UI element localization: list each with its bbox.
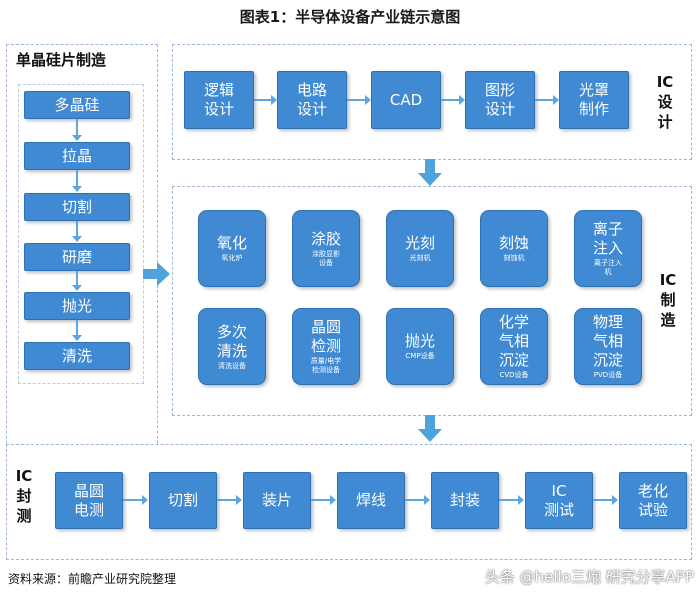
wafer-arrow bbox=[72, 271, 82, 291]
source-note: 资料来源：前瞻产业研究院整理 bbox=[8, 572, 177, 586]
wafer-step-polysilicon: 多晶硅 bbox=[24, 91, 130, 119]
fab-step-photoresist-coating: 涂胶涂胶显影 设备 bbox=[292, 210, 360, 287]
wafer-step-slicing: 切割 bbox=[24, 193, 130, 221]
design-arrow bbox=[535, 95, 559, 105]
fab-step-ion-implantation: 离子 注入离子注入 机 bbox=[574, 210, 642, 287]
wafer-step-grinding: 研磨 bbox=[24, 243, 130, 271]
package-panel-label: IC 封 测 bbox=[15, 467, 33, 525]
package-arrow bbox=[311, 495, 336, 505]
design-step-circuit: 电路 设计 bbox=[277, 71, 347, 129]
figure-title: 图表1：半导体设备产业链示意图 bbox=[239, 8, 461, 26]
package-step-wire-bonding: 焊线 bbox=[337, 472, 405, 529]
package-arrow bbox=[405, 495, 430, 505]
package-arrow bbox=[123, 495, 148, 505]
package-step-encapsulation: 封装 bbox=[431, 472, 499, 529]
fab-step-lithography: 光刻光刻机 bbox=[386, 210, 454, 287]
wafer-arrow bbox=[72, 221, 82, 242]
fab-step-multiple-cleaning: 多次 清洗清洗设备 bbox=[198, 308, 266, 385]
design-arrow bbox=[347, 95, 371, 105]
fab-step-wafer-inspection: 晶圆 检测质量/电学 检测设备 bbox=[292, 308, 360, 385]
package-arrow bbox=[499, 495, 524, 505]
design-arrow bbox=[441, 95, 465, 105]
wafer-arrow bbox=[72, 170, 82, 192]
wafer-steps-frame bbox=[18, 84, 144, 384]
design-step-pattern: 图形 设计 bbox=[465, 71, 535, 129]
watermark: 头条 @hello三炮 研究分享APP bbox=[484, 568, 694, 586]
fab-step-etching: 刻蚀刻蚀机 bbox=[480, 210, 548, 287]
package-arrow bbox=[593, 495, 618, 505]
package-step-ic-test: IC 测试 bbox=[525, 472, 593, 529]
flow-arrow-right bbox=[143, 262, 170, 286]
flow-arrow-down bbox=[418, 159, 442, 186]
wafer-panel-label: 单晶硅片制造 bbox=[16, 51, 107, 69]
flow-arrow-down bbox=[418, 415, 442, 442]
fab-panel-label: IC 制 造 bbox=[659, 271, 677, 329]
package-step-die-attach: 装片 bbox=[243, 472, 311, 529]
design-panel-label: IC 设计 bbox=[656, 73, 674, 131]
wafer-arrow bbox=[72, 320, 82, 341]
wafer-arrow bbox=[72, 119, 82, 141]
wafer-step-polishing: 抛光 bbox=[24, 292, 130, 320]
design-step-cad: CAD bbox=[371, 71, 441, 129]
package-step-burn-in: 老化 试验 bbox=[619, 472, 687, 529]
package-step-wafer-probe: 晶圆 电测 bbox=[55, 472, 123, 529]
design-arrow bbox=[254, 95, 277, 105]
wafer-step-cleaning: 清洗 bbox=[24, 342, 130, 370]
design-step-mask: 光罩 制作 bbox=[559, 71, 629, 129]
package-arrow bbox=[217, 495, 242, 505]
package-step-dicing: 切割 bbox=[149, 472, 217, 529]
design-step-logic: 逻辑 设计 bbox=[184, 71, 254, 129]
wafer-step-crystal-pulling: 拉晶 bbox=[24, 142, 130, 170]
fab-step-oxidation: 氧化氧化炉 bbox=[198, 210, 266, 287]
